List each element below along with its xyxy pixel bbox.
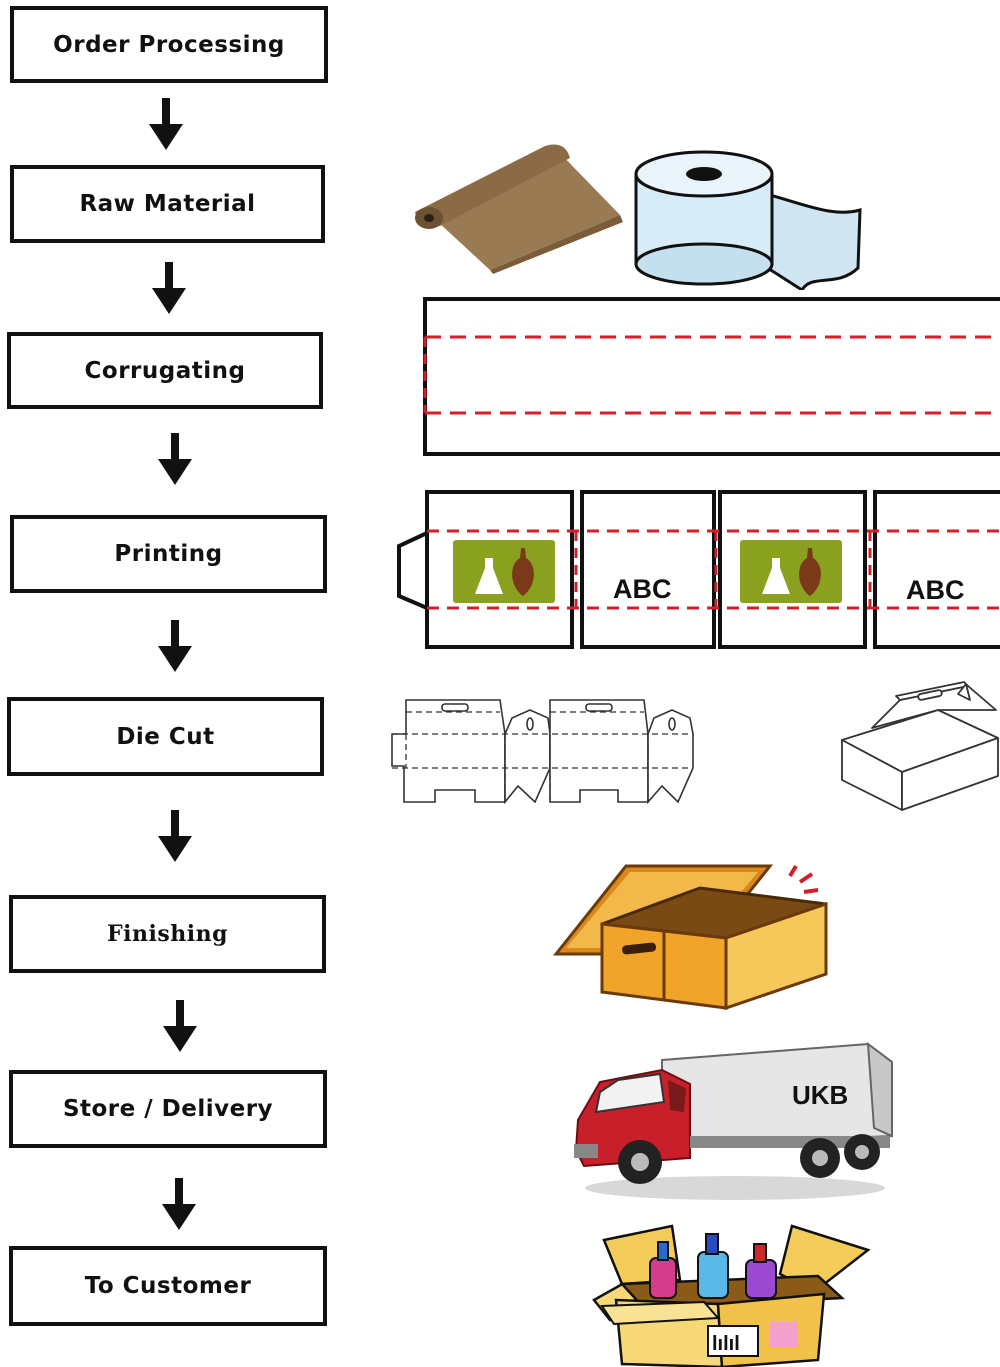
step-printing: Printing [10, 515, 327, 593]
truck-text: UKB [792, 1080, 848, 1110]
step-order-processing: Order Processing [10, 6, 328, 83]
step-store-delivery: Store / Delivery [9, 1070, 327, 1148]
step-label: Store / Delivery [62, 1096, 274, 1122]
down-arrow-icon [163, 1000, 197, 1052]
step-label: Printing [114, 541, 223, 567]
panel-text: ABC [906, 575, 965, 605]
down-arrow-icon [158, 810, 192, 862]
step-label: Raw Material [79, 191, 256, 217]
step-raw-material: Raw Material [10, 165, 325, 243]
tissue-roll-icon [634, 150, 862, 290]
step-label: Order Processing [53, 31, 285, 58]
down-arrow-icon [149, 98, 183, 150]
step-label: To Customer [84, 1273, 252, 1299]
step-corrugating: Corrugating [7, 332, 323, 409]
corrugated-sheet-icon [423, 297, 1000, 456]
panel-text: ABC [613, 574, 672, 604]
carry-box-icon [841, 681, 999, 811]
step-label: Finishing [107, 921, 228, 947]
down-arrow-icon [152, 262, 186, 314]
down-arrow-icon [158, 433, 192, 485]
step-finishing: Finishing [9, 895, 326, 973]
open-carton-icon [552, 864, 828, 1011]
step-die-cut: Die Cut [7, 697, 324, 776]
step-to-customer: To Customer [9, 1246, 327, 1326]
delivery-truck-icon: UKB [574, 1041, 893, 1200]
printed-blank-icon: ABC ABC [397, 490, 1000, 649]
die-cut-template-icon [391, 699, 694, 805]
kraft-paper-roll-icon [415, 144, 623, 274]
box-label-text: lılıl [712, 1333, 740, 1355]
down-arrow-icon [158, 620, 192, 672]
product-box-icon: lılıl [592, 1224, 871, 1367]
step-label: Corrugating [84, 357, 246, 384]
down-arrow-icon [162, 1178, 196, 1230]
step-label: Die Cut [116, 723, 215, 750]
